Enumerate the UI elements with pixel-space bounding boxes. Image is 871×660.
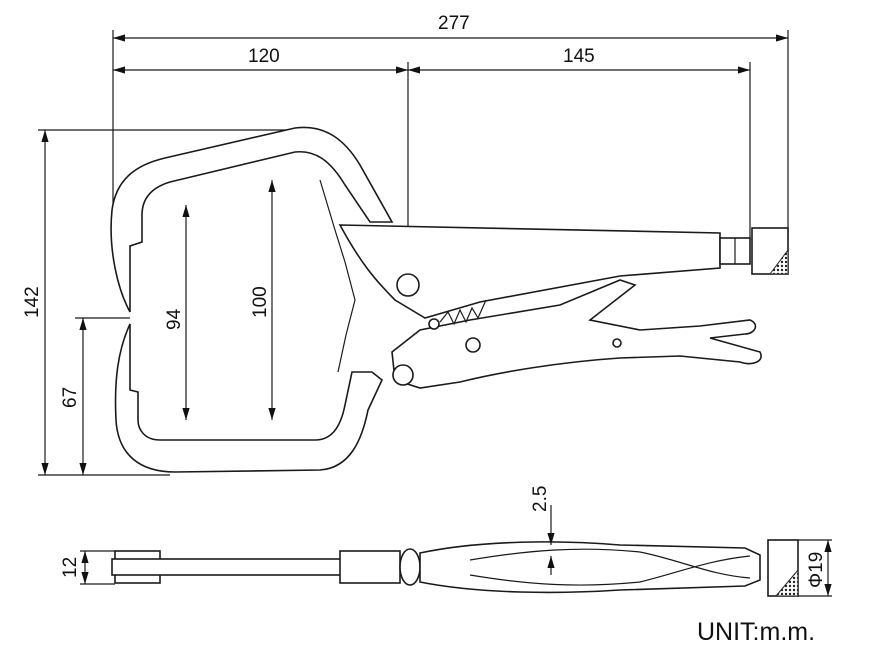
dim-12: 12 bbox=[60, 557, 81, 578]
dim-142: 142 bbox=[22, 286, 43, 318]
pivot-middle bbox=[465, 337, 481, 353]
clamp-top-view bbox=[80, 505, 832, 597]
dim-knob-diameter: Φ19 bbox=[806, 552, 827, 588]
extension-lines bbox=[38, 30, 789, 476]
pivot-upper bbox=[396, 273, 420, 297]
pivot-lower bbox=[392, 364, 414, 386]
dim-2-5: 2.5 bbox=[530, 486, 551, 512]
dim-100: 100 bbox=[250, 286, 271, 318]
unit-label: UNIT:m.m. bbox=[697, 618, 816, 646]
dimension-lines bbox=[41, 34, 788, 475]
dim-145: 145 bbox=[563, 46, 595, 67]
dim-94: 94 bbox=[164, 308, 185, 330]
clamp-side-view bbox=[110, 126, 789, 473]
dim-120: 120 bbox=[248, 46, 280, 67]
dim-277: 277 bbox=[438, 13, 470, 34]
dim-67: 67 bbox=[60, 387, 81, 408]
